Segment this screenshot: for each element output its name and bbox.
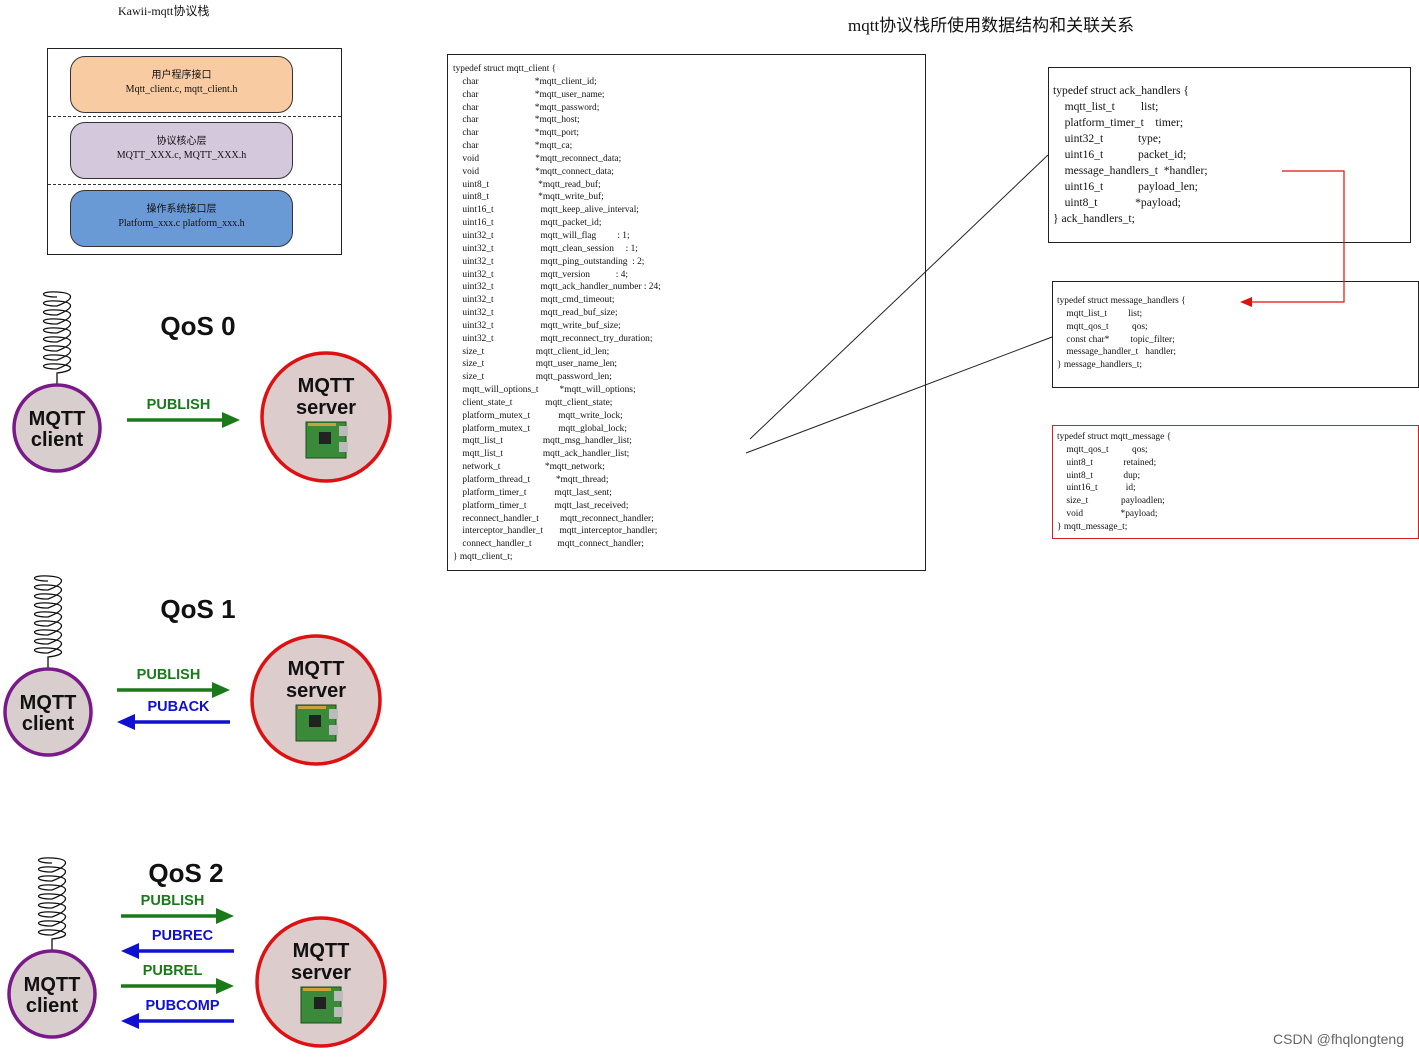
mqtt-message-struct-box: typedef struct mqtt_message { mqtt_qos_t… — [1052, 425, 1419, 539]
handler-pointer-connector — [1250, 170, 1345, 303]
layer-files: MQTT_XXX.c, MQTT_XXX.h — [116, 150, 247, 161]
message-arrow: PUBREC — [121, 928, 234, 959]
data-structures-title: mqtt协议栈所使用数据结构和关联关系 — [848, 16, 1135, 35]
mqtt-server-node — [250, 634, 382, 766]
layer-protocol-core: 协议核心层 MQTT_XXX.c, MQTT_XXX.h — [70, 122, 293, 179]
layer-files: Mqtt_client.c, mqtt_client.h — [125, 84, 238, 95]
message-handlers-struct-box: typedef struct message_handlers { mqtt_l… — [1052, 281, 1419, 388]
message-arrow: PUBLISH — [127, 397, 240, 428]
raspberry-pi-board-icon — [305, 421, 348, 459]
mqtt-message-struct-code: typedef struct mqtt_message { mqtt_qos_t… — [1057, 432, 1172, 532]
layer-files: Platform_xxx.c platform_xxx.h — [118, 218, 245, 229]
mqtt-server-node — [260, 351, 392, 483]
message-handlers-struct-code: typedef struct message_handlers { mqtt_l… — [1057, 296, 1186, 371]
layer-os-interface: 操作系统接口层 Platform_xxx.c platform_xxx.h — [70, 190, 293, 247]
message-label: PUBLISH — [137, 667, 201, 683]
antenna-spring-icon — [33, 575, 63, 669]
client-label: client — [22, 713, 75, 735]
server-label: server — [296, 397, 356, 419]
layer-separator — [48, 116, 341, 117]
watermark: CSDN @fhqlongteng — [1273, 1031, 1404, 1047]
client-label: MQTT — [20, 692, 77, 714]
message-arrow: PUBCOMP — [121, 998, 234, 1029]
raspberry-pi-board-icon — [295, 704, 338, 742]
server-label: MQTT — [288, 658, 345, 680]
mqtt-client-node — [12, 383, 102, 473]
server-label: server — [291, 962, 351, 984]
mqtt-client-struct-box: typedef struct mqtt_client { char *mqtt_… — [447, 54, 926, 571]
message-label: PUBLISH — [141, 893, 205, 909]
protocol-stack-diagram: 用户程序接口 Mqtt_client.c, mqtt_client.h 协议核心… — [47, 48, 342, 255]
layer-name: 操作系统接口层 — [146, 204, 217, 215]
message-arrow: PUBACK — [117, 699, 230, 730]
server-label: server — [286, 680, 346, 702]
message-arrow: PUBREL — [121, 963, 234, 994]
layer-name: 用户程序接口 — [151, 70, 212, 81]
handler-pointer-arrowhead — [1240, 297, 1252, 307]
layer-user-interface: 用户程序接口 Mqtt_client.c, mqtt_client.h — [70, 56, 293, 113]
msg-handler-list-connector — [749, 154, 1049, 440]
message-label: PUBACK — [147, 699, 210, 715]
ack-handlers-struct-code: typedef struct ack_handlers { mqtt_list_… — [1053, 84, 1208, 225]
mqtt-server-node — [255, 916, 387, 1048]
message-label: PUBLISH — [147, 397, 211, 413]
antenna-spring-icon — [37, 857, 67, 951]
raspberry-pi-board-icon — [300, 986, 343, 1024]
qos-title: QoS 2 — [148, 858, 223, 888]
layer-name: 协议核心层 — [156, 136, 207, 147]
client-label: client — [26, 995, 79, 1017]
message-arrow: PUBLISH — [121, 893, 234, 924]
client-label: client — [31, 429, 84, 451]
message-arrow: PUBLISH — [117, 667, 230, 698]
client-label: MQTT — [24, 974, 81, 996]
server-label: MQTT — [293, 940, 350, 962]
layer-separator — [48, 184, 341, 185]
message-label: PUBREC — [152, 928, 214, 944]
mqtt-client-node — [3, 667, 93, 757]
message-label: PUBCOMP — [145, 998, 219, 1014]
protocol-stack-title: Kawii-mqtt协议栈 — [118, 4, 210, 18]
ack-handler-list-connector — [745, 336, 1053, 454]
mqtt-client-struct-code: typedef struct mqtt_client { char *mqtt_… — [453, 64, 661, 563]
message-label: PUBREL — [143, 963, 203, 979]
server-label: MQTT — [298, 375, 355, 397]
ack-handlers-struct-box: typedef struct ack_handlers { mqtt_list_… — [1048, 67, 1411, 243]
mqtt-client-node — [7, 949, 97, 1039]
qos-title: QoS 0 — [160, 311, 235, 341]
client-label: MQTT — [29, 408, 86, 430]
antenna-spring-icon — [42, 291, 72, 385]
qos-title: QoS 1 — [160, 594, 235, 624]
